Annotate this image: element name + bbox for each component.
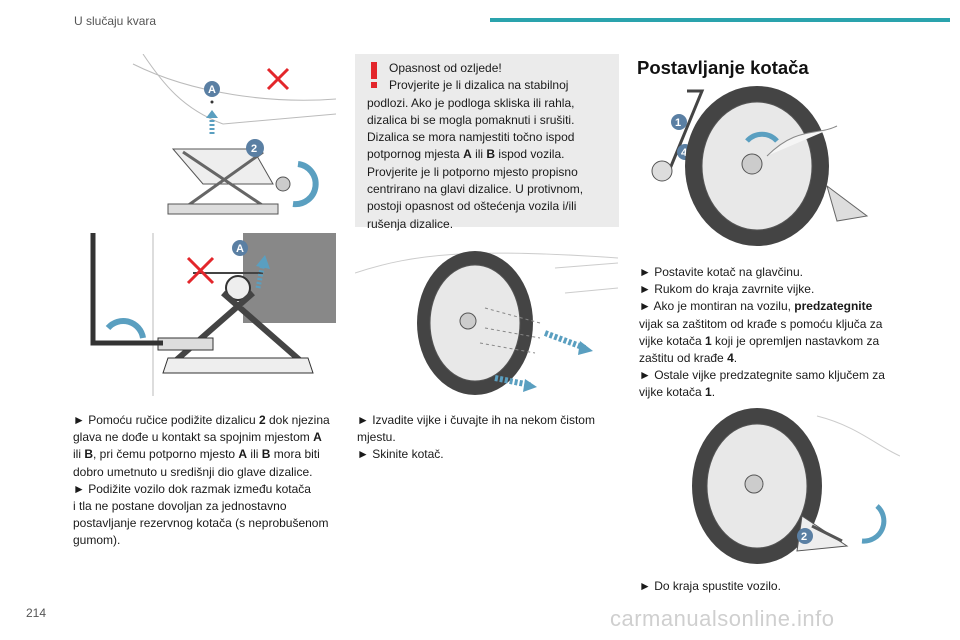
left-column-text: ► Pomoću ručice podižite dizalicu 2 dok … (73, 412, 348, 550)
middle-column-text: ► Izvadite vijke i čuvajte ih na nekom č… (357, 412, 619, 464)
left-line-8: gumom). (73, 533, 121, 548)
svg-text:2: 2 (251, 143, 257, 155)
warning-line-7: Provjerite je li potporno mjesto propisn… (367, 164, 578, 179)
figure-wheel-removal (355, 233, 618, 396)
page-header-title: U slučaju kvara (74, 14, 157, 28)
warning-line-4: dizalica bi se mogla pomaknuti i srušiti… (367, 112, 575, 127)
right-bottom-line-1: ► Do kraja spustite vozilo. (639, 579, 781, 593)
warning-line-2: Provjerite je li dizalica na stabilnoj (389, 78, 569, 93)
right-line-3: ► Ako je montiran na vozilu, predzategni… (639, 299, 873, 314)
warning-text: Opasnost od ozljede! Provjerite je li di… (367, 60, 612, 233)
page-number: 214 (26, 606, 47, 620)
warning-exclamation-icon (371, 62, 377, 88)
right-line-7: ► Ostale vijke predzategnite samo ključe… (639, 368, 885, 383)
svg-text:2: 2 (801, 531, 807, 543)
left-line-4: dobro umetnuto u središnji dio glave diz… (73, 464, 313, 479)
warning-line-1: Opasnost od ozljede! (389, 61, 502, 75)
warning-line-3: podlozi. Ako je podloga skliska ili rahl… (367, 95, 575, 110)
figure-wheel-fitting: 1 4 (637, 86, 900, 249)
warning-line-10: rušenja dizalice. (367, 216, 454, 231)
warning-line-6: potpornog mjesta A ili B ispod vozila. (367, 147, 565, 162)
right-line-8: vijke kotača 1. (639, 385, 716, 400)
warning-line-5: Dizalica se mora namjestiti točno ispod (367, 130, 575, 145)
svg-text:4: 4 (681, 147, 688, 159)
figure-jack-closeup: A (73, 233, 336, 396)
svg-text:1: 1 (675, 117, 681, 129)
svg-text:A: A (236, 243, 244, 255)
right-column-text-top: ► Postavite kotač na glavčinu. ► Rukom d… (639, 264, 909, 402)
left-line-3: ili B, pri čemu potporno mjesto A ili B … (73, 447, 320, 462)
warning-line-8: centrirano na glavi dizalice. U protivno… (367, 182, 584, 197)
left-line-2: glava ne dođe u kontakt sa spojnim mjest… (73, 430, 322, 445)
figure-vehicle-lowering: 2 (637, 406, 900, 569)
right-line-1: ► Postavite kotač na glavčinu. (639, 265, 803, 279)
right-line-4: vijak sa zaštitom od krađe s pomoću klju… (639, 316, 883, 331)
svg-text:A: A (208, 84, 216, 96)
right-line-2: ► Rukom do kraja zavrnite vijke. (639, 282, 815, 297)
header-accent-bar (490, 18, 950, 22)
left-line-6: i tla ne postane dovoljan za jednostavno (73, 499, 287, 514)
warning-line-9: postoji opasnost od oštećenja vozila i/i… (367, 199, 577, 214)
right-line-6: zaštitu od krađe 4. (639, 351, 738, 366)
section-title: Postavljanje kotača (637, 57, 809, 78)
middle-line-3: ► Skinite kotač. (357, 447, 444, 462)
left-line-7: postavljanje rezervnog kotača (s neprobu… (73, 516, 329, 531)
left-line-1: ► Pomoću ručice podižite dizalicu 2 dok … (73, 413, 330, 427)
right-column-text-bottom: ► Do kraja spustite vozilo. (639, 578, 909, 595)
middle-line-2: mjestu. (357, 430, 396, 445)
left-line-5: ► Podižite vozilo dok razmak između kota… (73, 481, 311, 496)
figure-jack-under-sill: A 2 (73, 54, 336, 227)
right-line-5: vijke kotača 1 koji je opremljen nastavk… (639, 333, 880, 348)
warning-panel: Opasnost od ozljede! Provjerite je li di… (355, 54, 619, 231)
watermark: carmanualsonline.info (610, 606, 835, 631)
middle-line-1: ► Izvadite vijke i čuvajte ih na nekom č… (357, 413, 595, 427)
